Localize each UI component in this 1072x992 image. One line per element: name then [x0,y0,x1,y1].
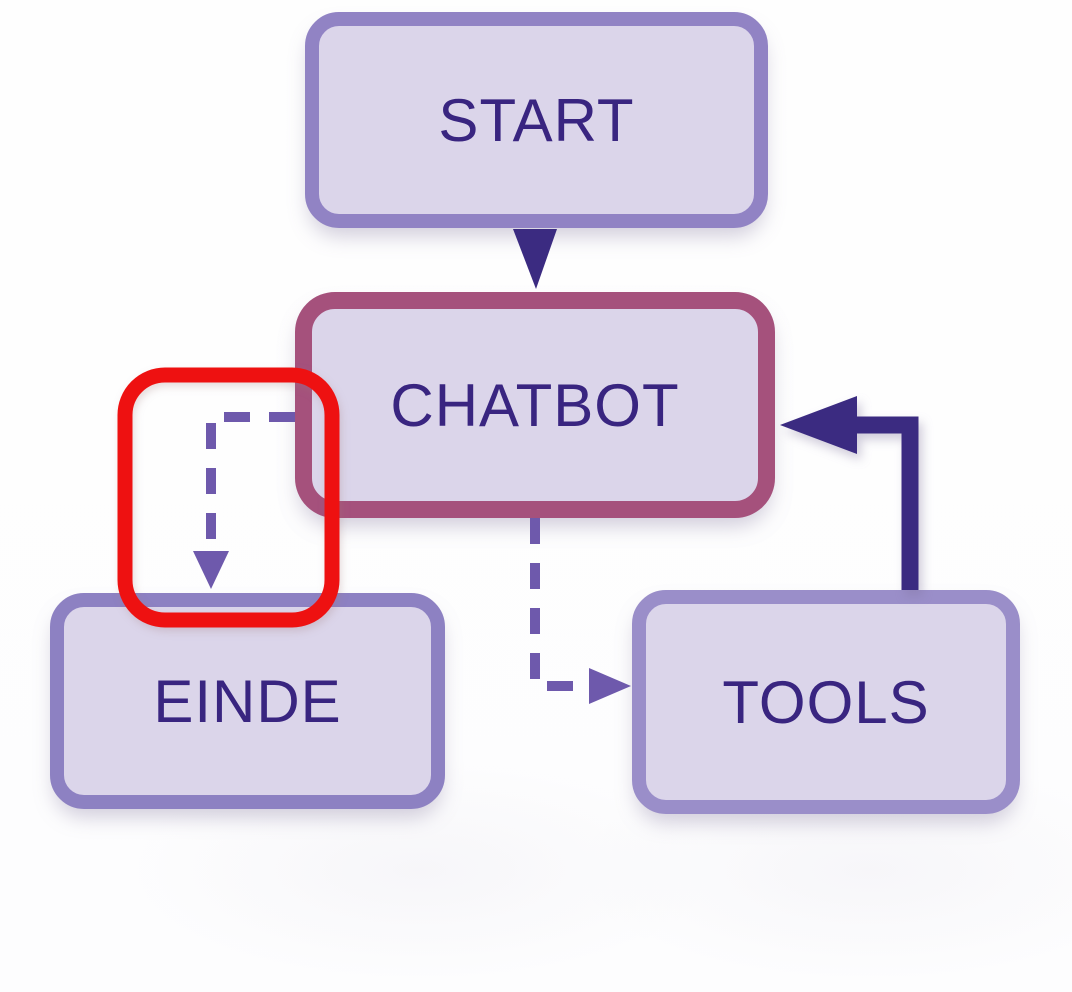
arrow-start-to-chatbot [513,229,557,289]
node-chatbot-label: CHATBOT [390,371,680,439]
node-chatbot: CHATBOT [295,292,775,518]
arrowhead-chatbot-to-tools [589,668,631,704]
edge-chatbot-to-tools [530,518,592,691]
node-start-label: START [438,86,635,154]
edge-chatbot-to-einde [206,412,295,546]
node-tools-label: TOOLS [722,668,930,736]
edge-tools-to-chatbot [848,416,919,590]
node-tools: TOOLS [632,590,1020,814]
arrowhead-chatbot-to-einde [193,551,229,589]
node-einde-label: EINDE [153,667,342,735]
node-start: START [305,12,768,228]
arrowhead-tools-to-chatbot [780,396,857,454]
edge-tools-to-chatbot-group [780,396,919,590]
node-einde: EINDE [50,593,445,809]
